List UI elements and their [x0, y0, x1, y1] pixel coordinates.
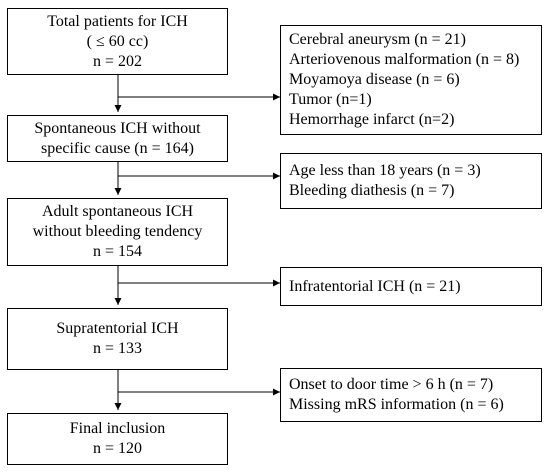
excl-secondary-line-2: Arteriovenous malformation (n = 8): [289, 51, 520, 68]
excl-age-line-1: Age less than 18 years (n = 3): [289, 162, 481, 179]
box-final-inclusion: Final inclusion n = 120: [7, 413, 228, 465]
box-final-line-1: Final inclusion: [69, 420, 166, 437]
box-adult-spontaneous-ich: Adult spontaneous ICH without bleeding t…: [7, 198, 228, 266]
box-total-line-1: Total patients for ICH: [47, 12, 188, 30]
excl-secondary-line-3: Moyamoya disease (n = 6): [289, 71, 460, 88]
excl-onset-line-2: Missing mRS information (n = 6): [289, 396, 504, 413]
excl-secondary-line-4: Tumor (n=1): [289, 91, 372, 108]
box-supratentorial-line-1: Supratentorial ICH: [56, 320, 179, 337]
box-supratentorial-ich: Supratentorial ICH n = 133: [7, 308, 228, 370]
box-spontaneous-ich: Spontaneous ICH without specific cause (…: [7, 115, 228, 162]
box-total-patients: Total patients for ICH ( ≤ 60 cc) n = 20…: [7, 8, 228, 75]
box-supratentorial-line-2: n = 133: [92, 340, 143, 357]
box-final-line-2: n = 120: [92, 440, 143, 457]
box-spontaneous-line-1: Spontaneous ICH without: [34, 119, 201, 137]
box-exclusion-age-bleeding: Age less than 18 years (n = 3) Bleeding …: [280, 153, 542, 209]
box-exclusion-infratentorial: Infratentorial ICH (n = 21): [280, 267, 542, 306]
box-total-line-3: n = 202: [92, 52, 143, 70]
box-adult-line-1: Adult spontaneous ICH: [41, 203, 194, 220]
box-exclusion-secondary-causes: Cerebral aneurysm (n = 21) Arteriovenous…: [280, 25, 542, 135]
box-total-line-2: ( ≤ 60 cc): [86, 32, 149, 50]
box-adult-line-2: without bleeding tendency: [32, 223, 203, 240]
excl-onset-line-1: Onset to door time > 6 h (n = 7): [289, 376, 494, 393]
excl-infratentorial-line-1: Infratentorial ICH (n = 21): [289, 277, 461, 295]
box-exclusion-onset-mrs: Onset to door time > 6 h (n = 7) Missing…: [280, 368, 542, 422]
box-spontaneous-line-2: specific cause (n = 164): [41, 139, 194, 157]
box-adult-line-3: n = 154: [92, 243, 143, 260]
excl-secondary-line-1: Cerebral aneurysm (n = 21): [289, 31, 466, 48]
excl-secondary-line-5: Hemorrhage infarct (n=2): [289, 111, 455, 128]
excl-age-line-2: Bleeding diathesis (n = 7): [289, 182, 455, 199]
